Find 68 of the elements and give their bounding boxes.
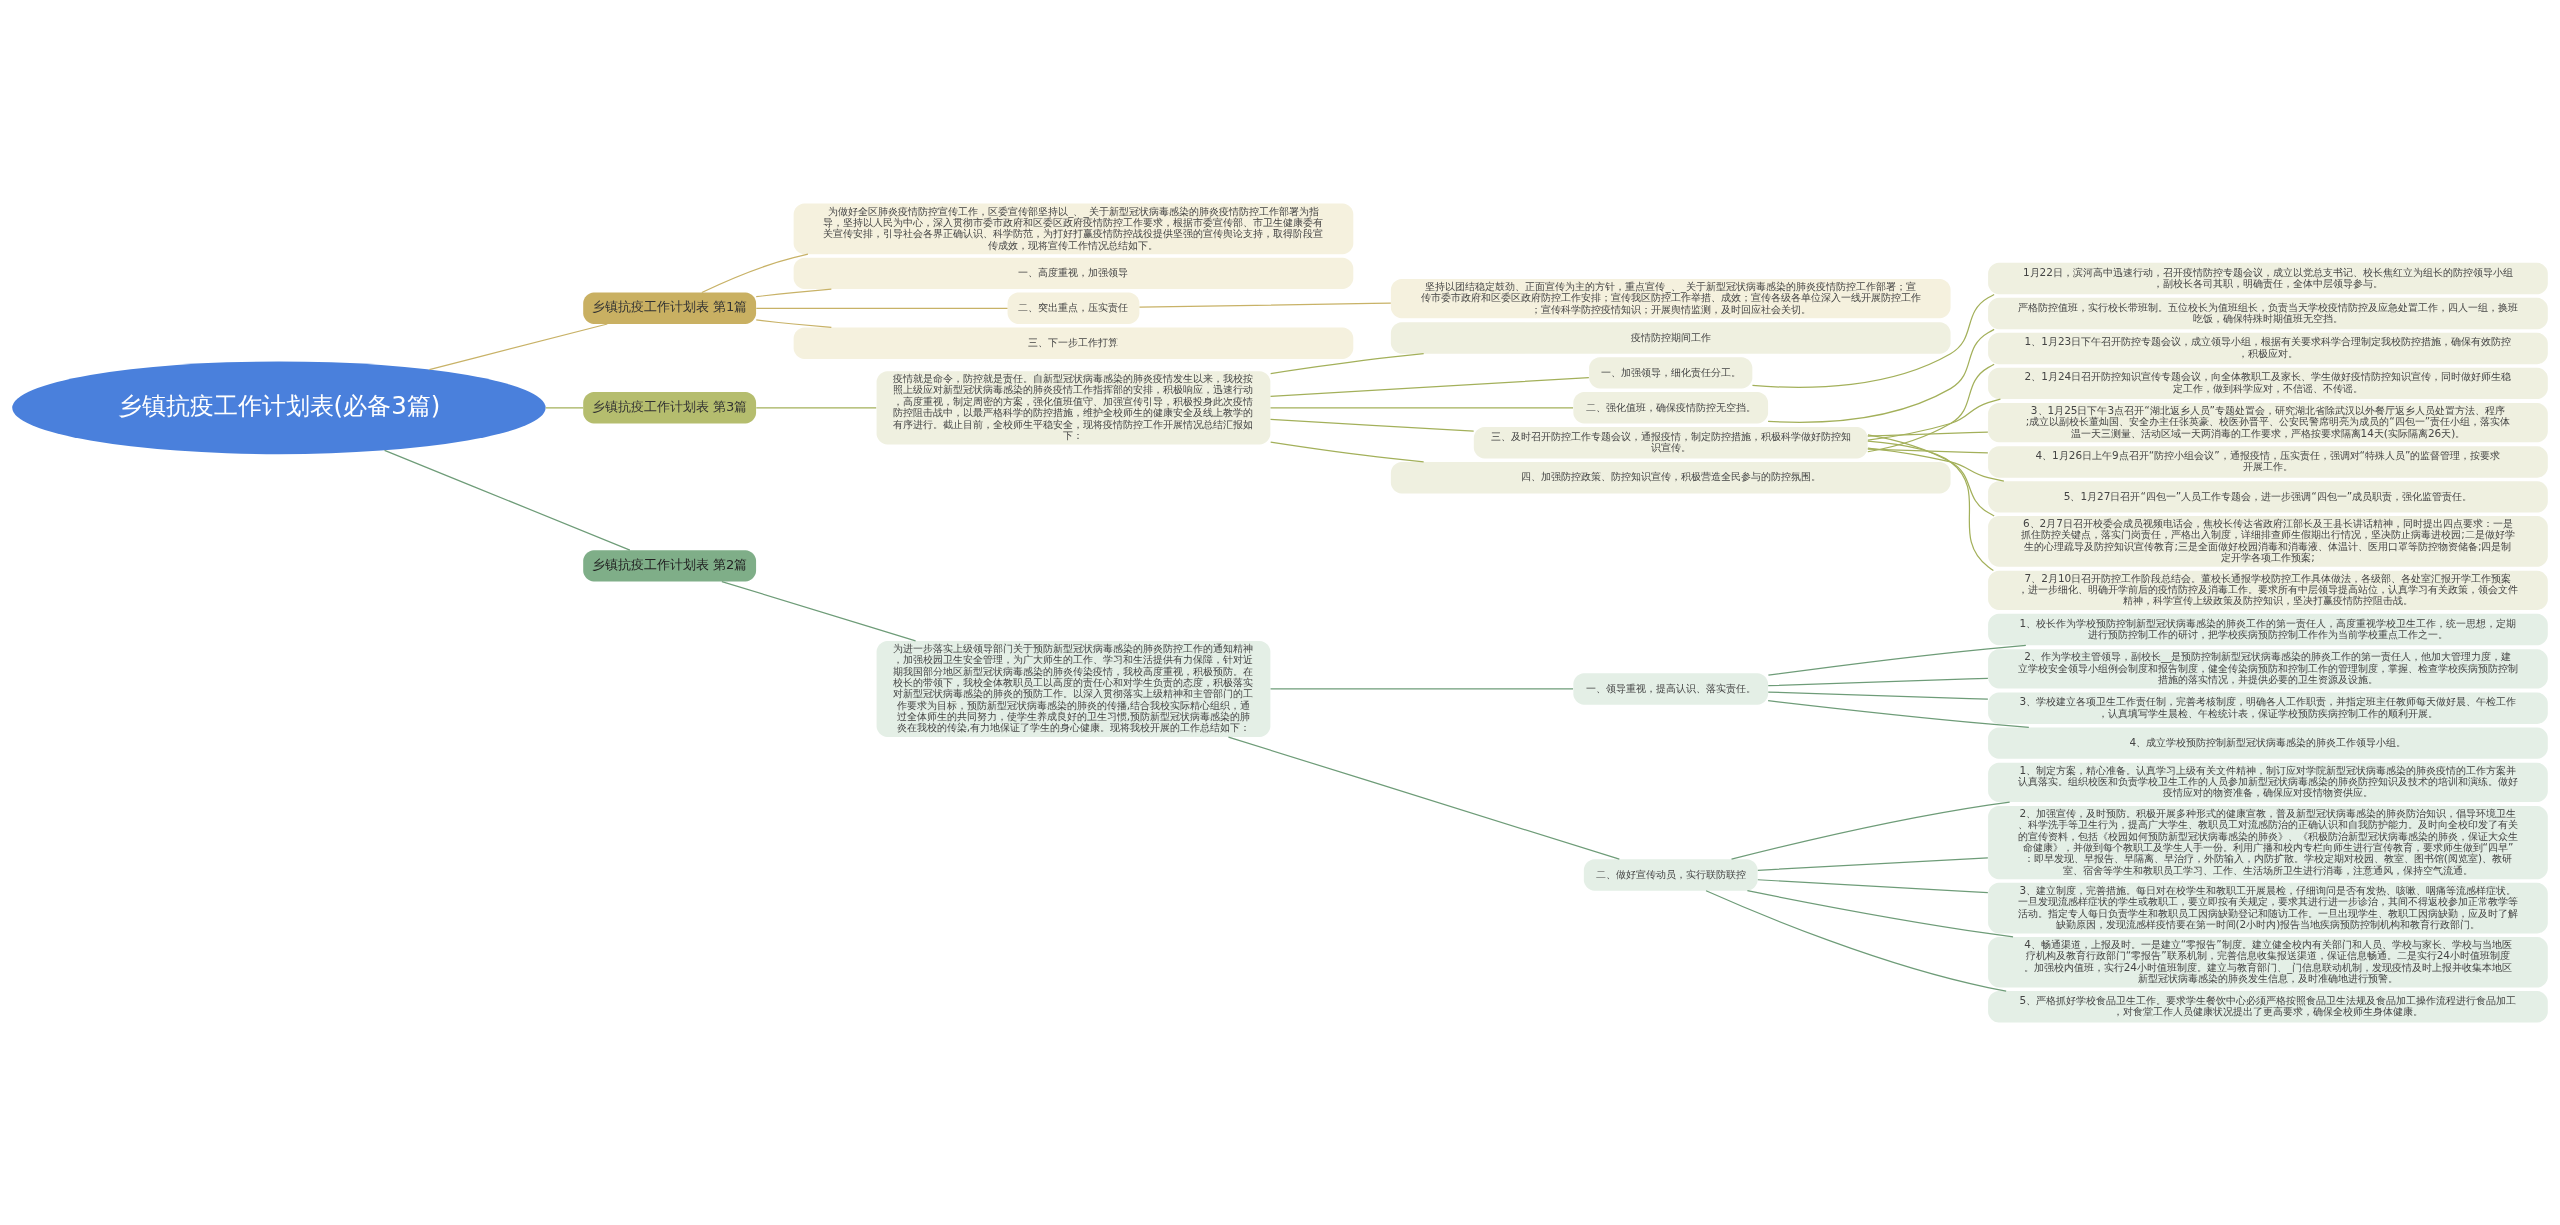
connector <box>755 318 832 328</box>
node-box: 严格防控值班，实行校长带班制。五位校长为值班组长，负责当天学校疫情防控及应急处置工作，四人一组，换班吃饭，确保特殊时期值班无空挡。 <box>1988 297 2548 329</box>
node-box: 1月22日，滨河高中迅速行动，召开疫情防控专题会议，成立以党总支书记、校长焦红立为组长的防控领导小组，副校长各司其职，明确责任，全体中层领导参与。 <box>1988 262 2548 294</box>
connector <box>1270 352 1425 374</box>
node-box: 乡镇抗疫工作计划表 第3篇 <box>583 391 757 424</box>
node-box: 1、1月23日下午召开防控专题会议，成立领导小组，根据有关要求科学合理制定我校防控措施，确保有效防控，积极应对。 <box>1988 332 2548 364</box>
connector <box>1767 690 1989 700</box>
node-box: 二、突出重点，压实责任 <box>1007 292 1140 324</box>
connector <box>1757 856 1989 871</box>
connector <box>1757 878 1989 893</box>
connector <box>1867 447 1989 454</box>
node-box: 5、严格抓好学校食品卫生工作。要求学生餐饮中心必须严格按照食品卫生法规及食品加工操作流程进行食品加工，对食堂工作人员健康状况提出了更高要求，确保全校师生身体健康。 <box>1988 990 2548 1022</box>
connector <box>1269 376 1590 397</box>
connector <box>428 322 608 370</box>
node-box: 2、作为学校主管领导，副校长__是预防控制新型冠状病毒感染的肺炎工作的第一责任人，他加大管理力度，建立学校安全领导小组例会制度和报告制度，健全传染病预防和控制工作的管理制度，掌握、检查学校疾病预防控制措施的落实情况，并提供必要的卫生资源及设施。 <box>1988 648 2548 689</box>
node-box: 乡镇抗疫工作计划表 第1篇 <box>583 292 757 324</box>
node-box: 乡镇抗疫工作计划表 第2篇 <box>583 549 757 582</box>
node-box: 二、强化值班，确保疫情防控无空挡。 <box>1573 391 1769 424</box>
node-box: 3、学校建立各项卫生工作责任制，完善考核制度，明确各人工作职责，并指定班主任教师每天做好晨、午检工作，认真填写学生晨检、午检统计表，保证学校预防疾病控制工作的顺利开展。 <box>1988 691 2548 724</box>
connector <box>701 253 809 293</box>
connector <box>1269 687 1574 690</box>
node-box: 1、校长作为学校预防控制新型冠状病毒感染的肺炎工作的第一责任人，高度重视学校卫生工作，统一思想，定期进行预防控制工作的研讨，把学校疾病预防控制工作作为当前学校重点工作之一。 <box>1988 613 2548 645</box>
connector <box>721 580 917 641</box>
node-box: 1、制定方案，精心准备。认真学习上级有关文件精神，制订应对学院新型冠状病毒感染的肺炎疫情的工作方案并认真落实。组织校医和负责学校卫生工作的人员参加新型冠状病毒感染的肺炎防控知识及技术的培训和演练。做好疫情应对的物资准备，确保应对疫情物资供应。 <box>1988 762 2548 802</box>
connector <box>1138 302 1392 308</box>
connector <box>755 406 877 408</box>
connector <box>1746 889 2014 937</box>
node-box: 一、高度重视，加强领导 <box>793 257 1354 289</box>
node-box: 4、成立学校预防控制新型冠状病毒感染的肺炎工作领导小组。 <box>1988 726 2548 759</box>
node-box: 坚持以团结稳定鼓劲、正面宣传为主的方针，重点宣传_、_关于新型冠状病毒感染的肺炎疫情防控工作部署；宣传市委市政府和区委区政府防控工作安排；宣传我区防控工作举措、成效；宣传各级各单位深入一线开展防控工作；宣传科学防控疫情知识；开展舆情监测，及时回应社会关切。 <box>1390 278 1951 318</box>
node-box: 3、1月25日下午3点召开“湖北返乡人员”专题处置会，研究湖北省除武汉以外餐厅返乡人员处置方法、程序;成立以副校长董灿国、安全办主任张英豪、校医孙晋平、公安民警席明亮为成员的“四包一”责任小组，落实体温一天三测量、活动区域一天两消毒的工作要求，严格按要求隔离14天(实际隔离26天)。 <box>1988 402 2548 442</box>
node-box: 2、加强宣传，及时预防。积极开展多种形式的健康宣教，普及新型冠状病毒感染的肺炎防治知识，倡导环境卫生、科学洗手等卫生行为，提高广大学生、教职员工对流感防治的正确认识和自我防护能力。及时向全校印发了有关的宣传资料，包括《校园如何预防新型冠状病毒感染的肺炎》、《积极防治新型冠状病毒感染的肺炎，保证大众生命健康》，并做到每个教职工及学生人手一份。利用广播和校内专栏向师生进行宣传教育，要求师生做到“四早”：即早发现、早报告、早隔离、早治疗，外防输入，内防扩散。学校定期对校园、教室、图书馆(阅览室)、教研室、宿舍等学生和教职员工学习、工作、生活场所卫生进行消毒，注意通风，保持空气流通。 <box>1988 805 2548 879</box>
node-box: 6、2月7日召开校委会成员视频电话会，焦校长传达省政府江部长及王县长讲话精神，同时提出四点要求：一是抓住防控关键点，落实门岗责任，严格出入制度，详细排查师生假期出行情况，坚决防止病毒进校园;二是做好学生的心理疏导及防控知识宣传教育;三是全面做好校园消毒和消毒液、体温计、医用口罩等防控物资储备;四是制定开学各项工作预案; <box>1988 515 2548 567</box>
connector <box>1867 433 1995 517</box>
node-box: 为进一步落实上级领导部门关于预防新型冠状病毒感染的肺炎防控工作的通知精神，加强校园卫生安全管理，为广大师生的工作、学习和生活提供有力保障，针对近期我国部分地区新型冠状病毒感染的肺炎传染疫情，我校高度重视，积极预防。在校长的带领下，我校全体教职员工以高度的责任心和对学生负责的态度，积极落实对新型冠状病毒感染的肺炎的预防工作。以深入贯彻落实上级精神和主管部门的工作要求为目标，预防新型冠状病毒感染的肺炎的传播,结合我校实际精心组织，通过全体师生的共同努力，使学生养成良好的卫生习惯,预防新型冠状病毒感染的肺炎在我校的传染,有力地保证了学生的身心健康。现将我校开展的工作总结如下： <box>876 640 1271 737</box>
connector <box>1867 363 1995 452</box>
connector <box>755 307 1009 309</box>
connector <box>383 449 631 551</box>
node-box: 二、做好宣传动员，实行联防联控 <box>1583 858 1758 891</box>
connector <box>1227 736 1620 860</box>
connector <box>755 287 832 297</box>
connector <box>1767 644 2027 676</box>
connector <box>1270 440 1425 463</box>
connector <box>1751 293 1995 388</box>
connector <box>1867 430 1989 437</box>
node-box: 一、领导重视，提高认识、落实责任。 <box>1573 672 1769 705</box>
node-box: 疫情防控期间工作 <box>1390 321 1951 354</box>
connector <box>1867 398 2002 441</box>
connector <box>1730 800 2011 860</box>
connector <box>1767 699 2030 728</box>
connector <box>1269 406 1574 408</box>
node-box: 4、1月26日上午9点召开“防控小组会议”，通报疫情，压实责任，强调对“特殊人员”的监督管理，按要求开展工作。 <box>1988 445 2548 478</box>
node-box: 三、下一步工作打算 <box>793 327 1354 359</box>
connector <box>1767 328 1995 423</box>
node-box: 三、及时召开防控工作专题会议，通报疫情，制定防控措施，积极科学做好防控知识宣传。 <box>1473 426 1868 458</box>
connector <box>1767 677 1989 686</box>
connector <box>1867 440 1994 571</box>
connector <box>1867 447 2005 482</box>
connector <box>1705 889 2007 992</box>
node-box: 7、2月10日召开防控工作阶段总结会。董校长通报学校防控工作具体做法，各级部、各处室汇报开学工作预案，进一步细化、明确开学前后的疫情防控及消毒工作。要求所有中层领导提高站位，认真学习有关政策，领会文件精神，科学宣传上级政策及防控知识，坚决打赢疫情防控阻击战。 <box>1988 570 2548 610</box>
node-box: 2、1月24日召开防控知识宣传专题会议，向全体教职工及家长、学生做好疫情防控知识宣传，同时做好师生稳定工作，做到科学应对，不信谣、不传谣。 <box>1988 367 2548 399</box>
node-box: 四、加强防控政策、防控知识宣传，积极营造全民参与的防控氛围。 <box>1390 461 1951 493</box>
connector <box>545 406 584 408</box>
node-box: 为做好全区肺炎疫情防控宣传工作，区委宣传部坚持以_、_关于新型冠状病毒感染的肺炎疫情防控工作部署为指导，坚持以人民为中心，深入贯彻市委市政府和区委区政府疫情防控工作要求，根据市委宣传部、市卫生健康委有关宣传安排，引导社会各界正确认识、科学防范，为打好打赢疫情防控战役提供坚强的宣传舆论支持，取得阶段宣传成效，现将宣传工作情况总结如下。 <box>793 203 1354 254</box>
connector <box>1269 418 1475 432</box>
node-ellipse: 乡镇抗疫工作计划表(必备3篇) <box>12 360 546 454</box>
node-box: 疫情就是命令，防控就是责任。自新型冠状病毒感染的肺炎疫情发生以来，我校按照上级应对新型冠状病毒感染的肺炎疫情工作指挥部的安排，积极响应，迅速行动，高度重视，制定周密的方案，强化值班值守、加强宣传引导，积极投身此次疫情防控阻击战中，以最严格科学的防控措施，维护全校师生的健康安全及线上教学的有序进行。截止目前，全校师生平稳安全，现将疫情防控工作开展情况总结汇报如下： <box>876 370 1271 444</box>
node-box: 4、畅通渠道，上报及时。一是建立“零报告”制度。建立健全校内有关部门和人员、学校与家长、学校与当地医疗机构及教育行政部门“零报告”联系机制，完善信息收集报送渠道，保证信息畅通。二是实行24小时值班制度。加强校内值班，实行24小时值班制度。建立与教育部门、_门信息联动机制，发现疫情及时上报并收集本地区新型冠状病毒感染的肺炎发生信息，及时准确地进行预警。 <box>1988 936 2548 988</box>
